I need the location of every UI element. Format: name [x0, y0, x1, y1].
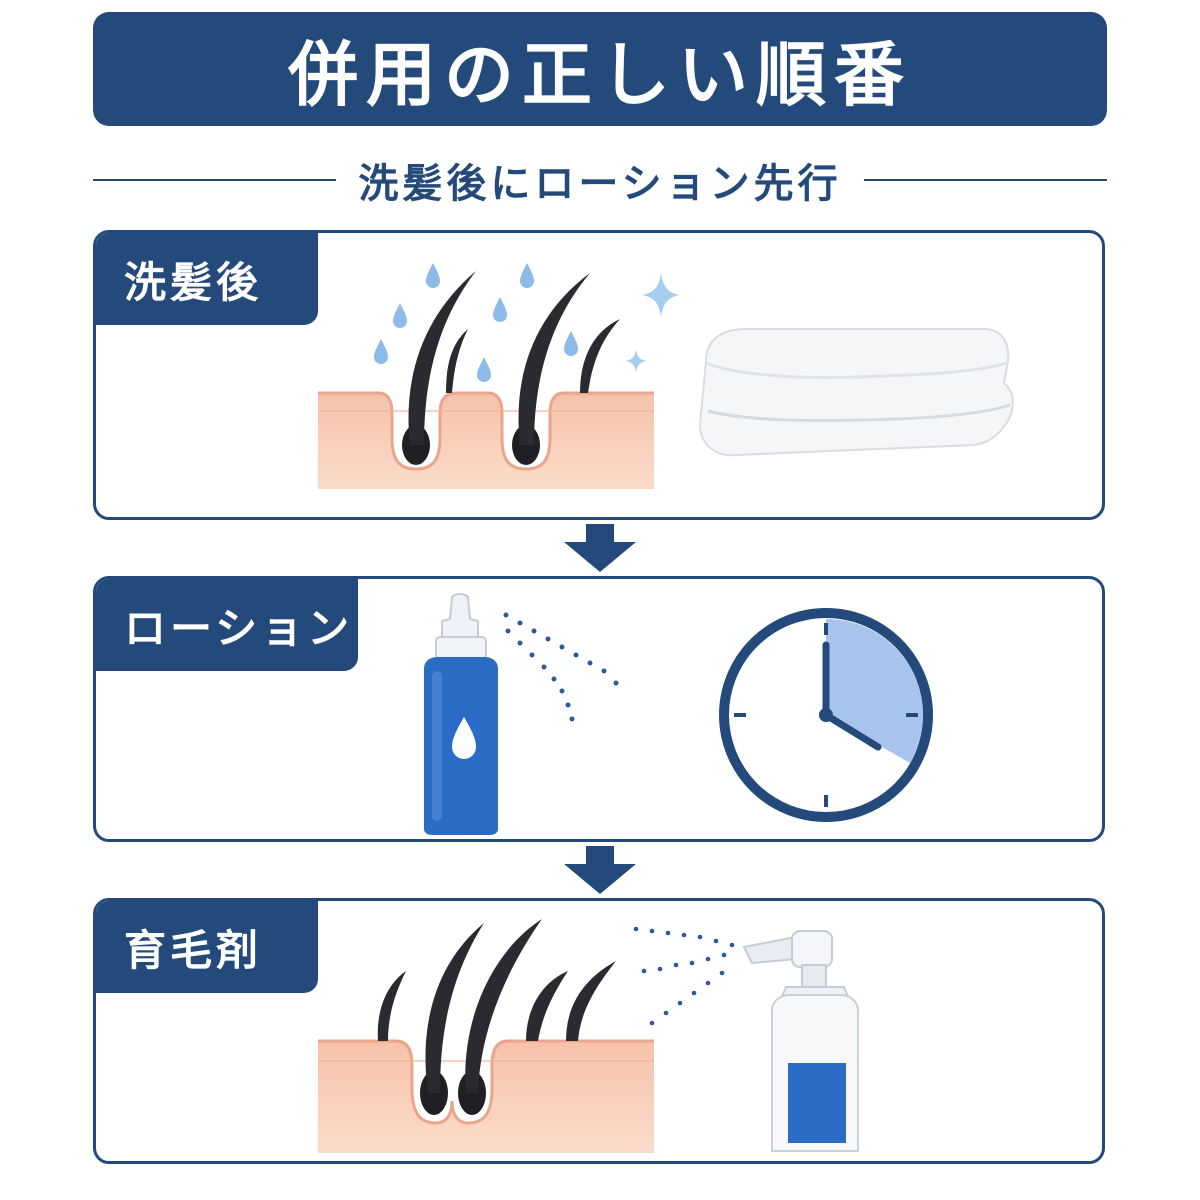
- wet-scalp-hair-icon: [318, 271, 654, 489]
- down-arrow-icon: [564, 846, 636, 894]
- towel-icon: [698, 328, 1014, 457]
- step-2-illustration: [424, 593, 933, 835]
- sparkle-icon: [625, 273, 680, 373]
- lotion-bottle-icon: [424, 593, 498, 835]
- step-label-lotion: ローション: [96, 579, 358, 671]
- step-3-illustration: [318, 919, 859, 1153]
- title-banner: 併用の正しい順番: [93, 12, 1107, 126]
- spray-bottle-icon: [742, 930, 859, 1152]
- water-drop-icon: [374, 263, 578, 382]
- spray-dots-icon: [633, 926, 735, 1026]
- page-title: 併用の正しい順番: [288, 33, 912, 116]
- step-card-growth-tonic: 育毛剤: [93, 898, 1105, 1164]
- step-label-after-wash: 洗髪後: [96, 233, 318, 325]
- subtitle-divider-left: [93, 179, 337, 181]
- scalp-hair-icon: [318, 919, 654, 1153]
- step-label-growth-tonic: 育毛剤: [96, 901, 318, 993]
- spray-dots-icon: [503, 612, 619, 722]
- step-card-after-wash: 洗髪後: [93, 230, 1105, 520]
- step-label-text: 育毛剤: [124, 925, 263, 975]
- clock-icon: [719, 608, 933, 822]
- subtitle-divider-right: [863, 179, 1108, 181]
- step-1-illustration: [318, 263, 1014, 489]
- down-arrow-icon: [564, 524, 636, 572]
- step-card-lotion: ローション: [93, 576, 1105, 842]
- subtitle-row: 洗髪後にローション先行: [93, 148, 1108, 212]
- step-label-text: 洗髪後: [124, 257, 263, 307]
- step-label-text: ローション: [124, 603, 354, 653]
- page-subtitle: 洗髪後にローション先行: [358, 161, 842, 207]
